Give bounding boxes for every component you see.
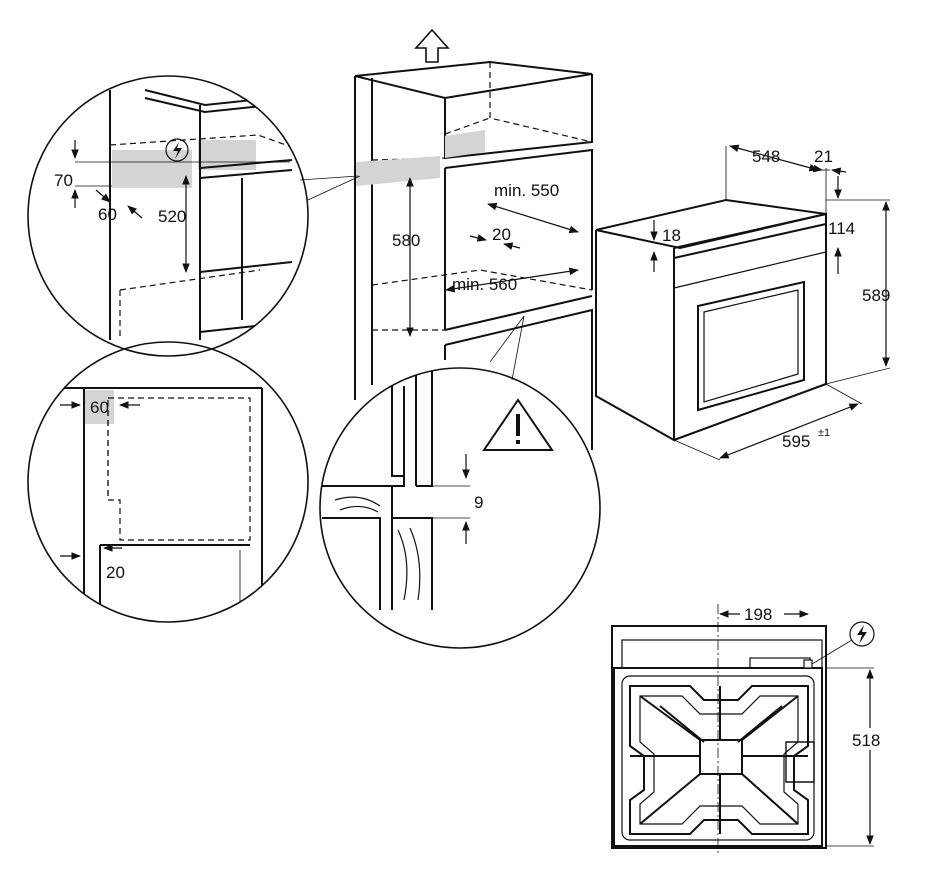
dim-min-550: min. 550: [494, 181, 559, 200]
electrical-connection-icon: [165, 138, 189, 162]
oven-drawing: [595, 146, 891, 461]
dim-114: 114: [828, 219, 855, 238]
detail-circle-bottom: [27, 341, 309, 623]
dim-70: 70: [54, 171, 73, 190]
dim-21: 21: [814, 147, 833, 166]
dim-595-tolerance: ±1: [818, 427, 830, 439]
dim-20-bottom: 20: [106, 563, 125, 582]
dim-580: 580: [392, 231, 420, 250]
hob-drawing: [611, 604, 874, 856]
dim-min-560: min. 560: [452, 275, 517, 294]
dim-520: 520: [158, 207, 186, 226]
dim-198: 198: [744, 605, 772, 624]
dim-518: 518: [852, 731, 880, 750]
dim-60-top: 60: [98, 205, 117, 224]
cabinet-drawing: [299, 60, 593, 450]
dim-60-bottom: 60: [90, 398, 109, 417]
dim-18: 18: [662, 226, 681, 245]
detail-circle-center: [319, 367, 601, 649]
dim-20-cabinet: 20: [492, 225, 511, 244]
up-arrow-icon: [414, 28, 450, 63]
electrical-connection-icon: [849, 621, 875, 647]
dim-548: 548: [752, 147, 780, 166]
dim-589: 589: [862, 286, 890, 305]
warning-triangle-icon: [482, 398, 554, 451]
dim-9: 9: [474, 493, 483, 512]
dim-595: 595: [782, 432, 810, 451]
